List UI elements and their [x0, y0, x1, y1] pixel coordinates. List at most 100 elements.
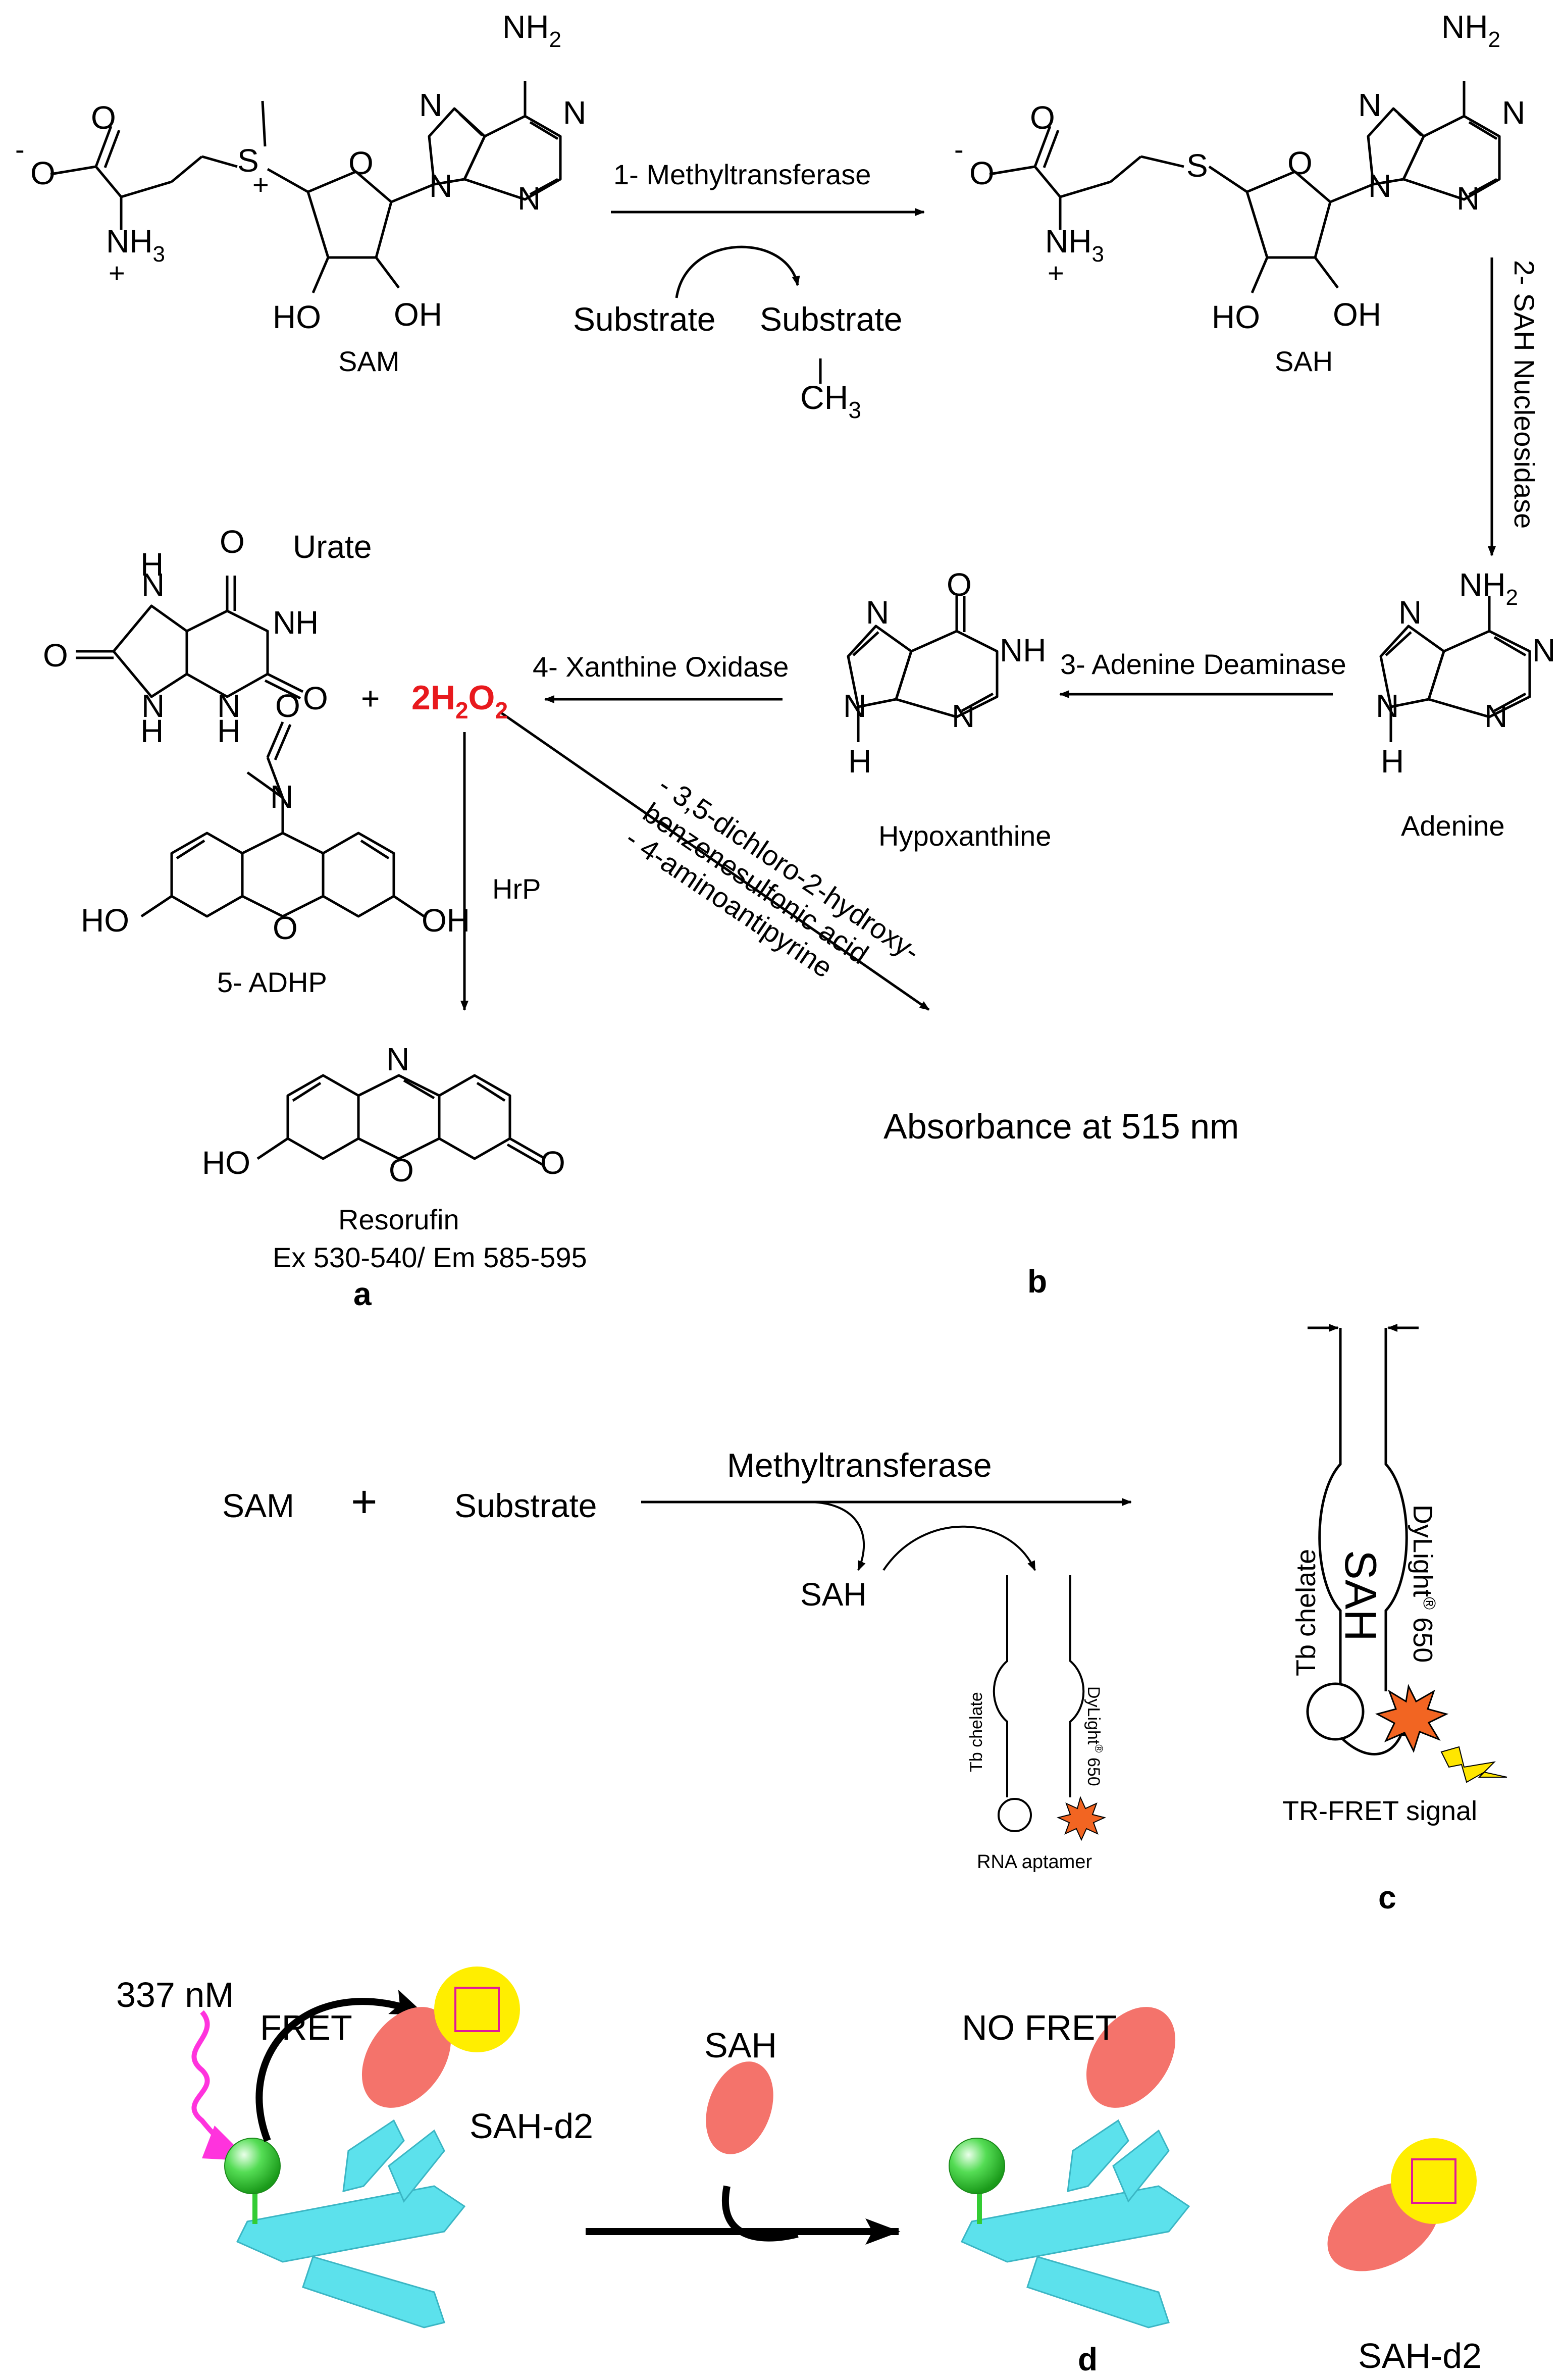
donor-ball-right — [949, 2138, 1005, 2194]
adenine-label: Adenine — [1401, 810, 1505, 842]
atom-H: H — [217, 713, 240, 749]
tb-chelate-label-small: Tb chelate — [967, 1692, 986, 1772]
tb-chelate-label-large: Tb chelate — [1291, 1549, 1321, 1676]
panel-d: 337 nM FRET SAH-d2 SAH — [116, 1967, 1482, 2377]
substrate-left-label: Substrate — [573, 300, 716, 338]
panel-label-b: b — [1027, 1263, 1047, 1300]
sah-label-d: SAH — [704, 2026, 777, 2065]
panel-a-b-text: O O - NH3 + S + O HO OH SAM N N N N NH2 … — [15, 9, 1555, 1312]
atom-O: O — [91, 99, 116, 136]
nh3-label: NH3 — [106, 223, 165, 267]
atom-N: N — [1532, 632, 1555, 668]
charge-plus: + — [1048, 257, 1064, 289]
atom-N: N — [141, 688, 165, 724]
atom-N: N — [866, 594, 889, 631]
oh-label: OH — [1333, 296, 1381, 333]
arrow-absorbance — [499, 710, 930, 1011]
atom-N: N — [141, 566, 165, 603]
resorufin-label: Resorufin — [338, 1204, 459, 1235]
acceptor-box-free — [1411, 2158, 1456, 2204]
acceptor-box-left — [454, 1987, 500, 2032]
nh3-label: NH3 — [1045, 223, 1104, 267]
atom-N: N — [386, 1041, 409, 1077]
adhp-molecule — [140, 721, 425, 918]
atom-N: N — [563, 94, 586, 131]
nh2-label: NH2 — [1459, 566, 1518, 610]
fret-arrow — [255, 1990, 426, 2142]
panel-label-d: d — [1078, 2341, 1098, 2377]
rna-aptamer-small — [993, 1575, 1085, 1832]
rna-aptamer-label: RNA aptamer — [977, 1851, 1092, 1873]
ho-label: HO — [202, 1145, 250, 1181]
enzyme-label-c: Methyltransferase — [727, 1446, 992, 1484]
atom-H: H — [140, 713, 164, 749]
ho-label: HO — [81, 902, 129, 939]
dylight-star-large — [1375, 1684, 1449, 1753]
tr-fret-label: TR-FRET signal — [1282, 1796, 1477, 1826]
atom-O: O — [947, 566, 972, 603]
step1-label: 1- Methyltransferase — [613, 159, 871, 190]
nh-label: NH — [1000, 632, 1046, 668]
atom-N: N — [843, 688, 866, 724]
hrp-label: HrP — [492, 873, 541, 905]
atom-N: N — [1358, 87, 1381, 123]
ch3-label: CH3 — [800, 379, 861, 423]
atom-S: S — [1186, 147, 1208, 184]
rna-aptamer-large — [1306, 1324, 1419, 1755]
atom-N: N — [1398, 594, 1422, 631]
arrow-sah-to-aptamer — [882, 1525, 1036, 1571]
atom-O: O — [389, 1152, 414, 1188]
atom-N: N — [270, 779, 293, 815]
acceptor-halo-free — [1391, 2138, 1477, 2224]
atom-O: O — [969, 155, 995, 191]
panel-label-c: c — [1378, 1879, 1396, 1916]
dylight-star-small — [1056, 1796, 1107, 1841]
arrow-sah-release — [807, 1501, 866, 1571]
atom-H: H — [1381, 743, 1404, 780]
resorufin-molecule — [256, 1074, 546, 1166]
substrate-right-label: Substrate — [760, 300, 903, 338]
hypoxanthine-label: Hypoxanthine — [878, 820, 1051, 852]
atom-N: N — [517, 180, 541, 217]
sah-molecule — [989, 81, 1501, 293]
step4-label: 4- Xanthine Oxidase — [533, 651, 789, 683]
atom-N: N — [273, 604, 296, 641]
donor-ball-left — [224, 2138, 281, 2194]
ho-label: HO — [273, 299, 321, 335]
adhp-label: 5- ADHP — [217, 966, 327, 998]
atom-O: O — [273, 910, 298, 946]
atom-O: O — [348, 145, 374, 181]
charge-plus: + — [252, 169, 269, 200]
oh-label: OH — [422, 902, 470, 939]
atom-O: O — [540, 1145, 565, 1181]
atom-O: O — [30, 155, 56, 191]
panel-label-a: a — [353, 1276, 372, 1312]
sah-label-c: SAH — [800, 1576, 867, 1613]
sah-label-large: SAH — [1336, 1550, 1386, 1641]
resorufin-exem-label: Ex 530-540/ Em 585-595 — [273, 1241, 587, 1273]
step2-label: 2- SAH Nucleosidase — [1508, 260, 1540, 529]
panel-c: SAM + Substrate Methyltransferase SAH Tb… — [222, 1324, 1507, 1916]
atom-N: N — [1368, 168, 1391, 204]
charge-minus: - — [954, 133, 964, 165]
sah-d2-right-label: SAH-d2 — [1358, 2336, 1482, 2375]
plus-sign: + — [361, 680, 380, 716]
sam-label-c: SAM — [222, 1487, 294, 1524]
h2o2-label: 2H2O2 — [411, 679, 508, 723]
dylight-label-small: DyLight® 650 — [1084, 1686, 1105, 1786]
atom-O: O — [1287, 145, 1313, 181]
atom-O: O — [220, 524, 245, 560]
sah-shape-middle — [706, 2061, 773, 2154]
acceptor-halo-left — [434, 1967, 520, 2052]
atom-N: N — [429, 168, 452, 204]
lightning-icon — [1440, 1746, 1507, 1783]
dylight-label-large: DyLight® 650 — [1408, 1505, 1439, 1663]
absorbance-label: Absorbance at 515 nm — [883, 1107, 1239, 1146]
adenine-molecule — [1379, 596, 1531, 742]
atom-N: N — [419, 87, 442, 123]
atom-N: N — [1456, 180, 1480, 217]
oh-label: OH — [394, 296, 442, 333]
atom-O: O — [275, 688, 300, 724]
